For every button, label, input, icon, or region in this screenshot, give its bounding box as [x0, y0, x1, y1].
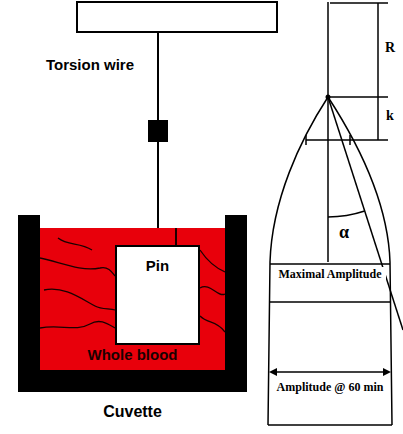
- amplitude-label: Maximal Amplitude: [274, 267, 386, 281]
- cuvette: Cuvette Whole blood Pin: [18, 215, 247, 430]
- node-label: Cuvette: [18, 403, 247, 421]
- split-point: [326, 95, 331, 100]
- arrowheads: [269, 368, 391, 376]
- parameter-label: R: [380, 40, 400, 57]
- node-label: Whole blood: [40, 346, 225, 363]
- part-label: Torsion wire: [40, 56, 140, 74]
- node-label: Pin: [117, 257, 198, 274]
- amplitude-label: Amplitude @ 60 min: [274, 380, 386, 394]
- wire-clamp: [148, 120, 168, 142]
- pin-box: Pin: [115, 245, 200, 345]
- angle-label: α: [334, 222, 354, 244]
- cuvette-wall: [18, 215, 247, 392]
- teg-trace: [268, 2, 403, 425]
- blood-region: Whole blood Pin: [40, 228, 225, 370]
- mount-bar: [77, 2, 277, 32]
- parameter-label: k: [380, 108, 400, 125]
